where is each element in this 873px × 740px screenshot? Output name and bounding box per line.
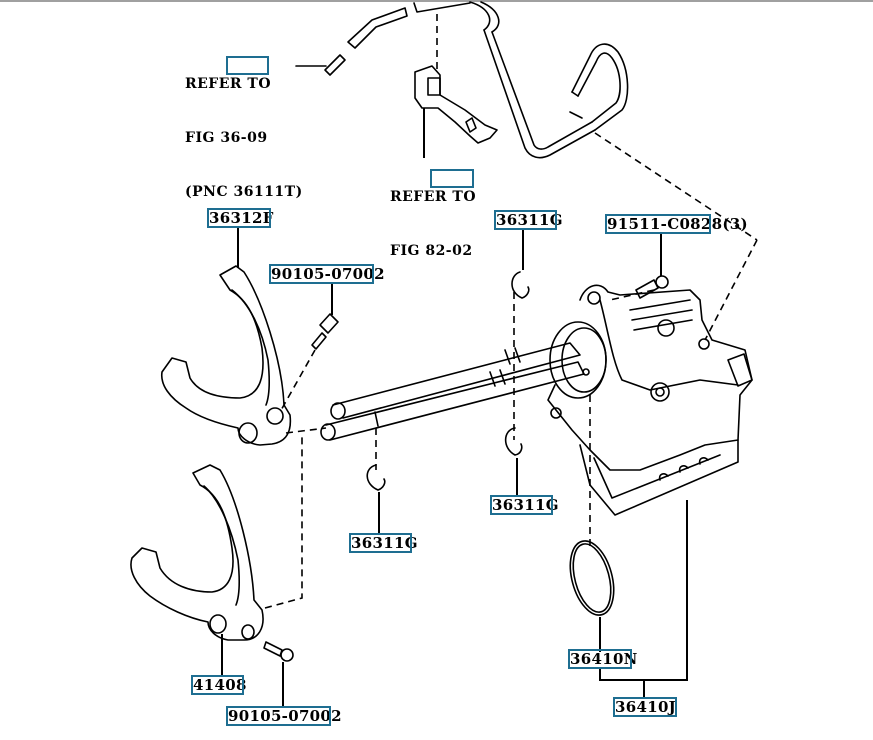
window-top-border <box>0 0 873 2</box>
shift-rails <box>320 342 585 441</box>
o-ring-shape <box>569 540 615 616</box>
hotspot-91511[interactable] <box>605 214 711 234</box>
part-number: 41408 <box>193 676 247 694</box>
snap-ring-top-shape <box>511 271 530 299</box>
part-suffix: (3) <box>722 215 748 233</box>
hotspot-90105-lower[interactable] <box>226 706 331 726</box>
hose-bracket <box>414 65 498 144</box>
part-label-36312f[interactable]: 36312F <box>209 210 274 227</box>
reference-line1: REFER TO <box>390 189 477 205</box>
hotspot-36311-right[interactable] <box>490 495 553 515</box>
reference-fig-prefix: FIG <box>185 130 221 146</box>
part-number: 91511-C0828 <box>607 215 723 233</box>
part-label-36410n[interactable]: 36410N <box>570 651 638 668</box>
hotspot-36311-left[interactable] <box>349 533 412 553</box>
hotspot-36311-top[interactable] <box>494 210 557 230</box>
part-number: 36312 <box>209 209 263 227</box>
snap-ring-left-shape <box>366 464 386 491</box>
part-label-90105-07002-lower[interactable]: 90105-07002 <box>228 708 342 725</box>
bolt-upper <box>311 313 339 350</box>
hotspot-36312[interactable] <box>207 208 271 228</box>
reference-line1: REFER TO <box>185 76 272 92</box>
hotspot-fig-82-02[interactable] <box>430 169 474 188</box>
part-number: 36311 <box>492 496 546 514</box>
shift-housing <box>547 284 753 516</box>
snap-ring-right-shape <box>504 427 523 456</box>
hotspot-90105-upper[interactable] <box>269 264 374 284</box>
reference-fig-36-09: REFER TO FIG 36-09 (PNC 36111T) <box>185 39 303 219</box>
bolt-housing-shape <box>635 275 669 299</box>
part-number: 36311 <box>351 534 405 552</box>
part-label-36410j[interactable]: 36410J <box>615 699 676 716</box>
part-label-90105-07002-upper[interactable]: 90105-07002 <box>271 266 385 283</box>
hotspot-36410j[interactable] <box>613 697 677 717</box>
part-number: 36410J <box>615 698 677 716</box>
shift-fork-lower <box>130 464 264 641</box>
bolt-lower <box>263 641 294 662</box>
hotspot-41408[interactable] <box>191 675 244 695</box>
reference-fig-number[interactable]: 36-09 <box>220 130 268 146</box>
part-suffix: F <box>262 209 274 227</box>
reference-fig-number[interactable]: 82-02 <box>425 243 473 259</box>
shift-fork-upper <box>161 265 292 446</box>
part-number: 90105-07002 <box>271 265 385 283</box>
part-number: 36410N <box>570 650 638 668</box>
part-number: 90105-07002 <box>228 707 342 725</box>
hotspot-fig-36-09[interactable] <box>226 56 269 75</box>
reference-fig-prefix: FIG <box>390 243 426 259</box>
hose-connector-small <box>295 54 346 76</box>
part-number: 36311 <box>496 211 550 229</box>
part-label-91511-c0828[interactable]: 91511-C0828(3) <box>607 216 748 233</box>
hotspot-36410n[interactable] <box>568 649 632 669</box>
reference-fig-82-02: REFER TO FIG 82-02 <box>390 152 476 278</box>
reference-pnc: (PNC 36111T) <box>185 184 303 200</box>
breather-hose <box>347 1 629 159</box>
part-label-41408[interactable]: 41408 <box>193 677 247 694</box>
